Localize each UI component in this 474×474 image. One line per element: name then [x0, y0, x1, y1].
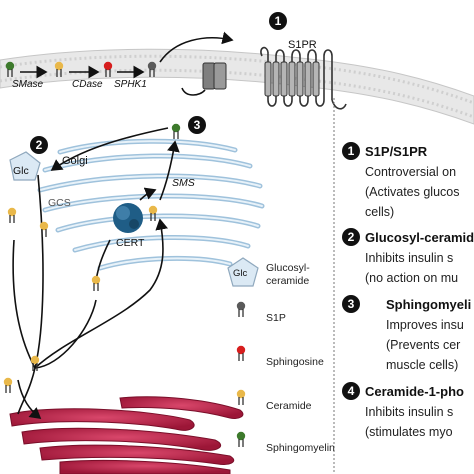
sms-label: SMS	[172, 177, 195, 189]
panel-line-1-3: cells)	[365, 205, 395, 219]
panel-line-3-3: muscle cells)	[386, 358, 459, 372]
endoplasmic-reticulum	[9, 396, 244, 474]
legend-sphingosine: Sphingosine	[266, 356, 324, 368]
legend-glucosylceramide: Glucosyl- ceramide	[266, 262, 310, 288]
panel-line-3-1: Improves insu	[386, 318, 464, 332]
ceramide-icon	[7, 207, 17, 224]
panel-marker-3: 3	[342, 295, 360, 313]
legend-glucosylceramide-line2: ceramide	[266, 275, 310, 288]
panel-line-3-2: (Prevents cer	[386, 338, 461, 352]
panel-title-2: Glucosyl-ceramide	[365, 230, 474, 245]
legend-glc-icon-label: Glc	[233, 268, 248, 279]
legend-glucosylceramide-line1: Glucosyl-	[266, 262, 310, 274]
ceramide-icon	[91, 275, 101, 292]
sphk1-label: SPHK1	[114, 79, 147, 90]
membrane-pathway-arrows	[20, 31, 234, 96]
s1pr-label: S1PR	[288, 39, 317, 51]
marker-3: 3	[188, 116, 206, 134]
panel-line-1-1: Controversial on	[365, 165, 457, 179]
smase-label: SMase	[12, 79, 44, 90]
golgi-label: Golgi	[62, 155, 88, 167]
legend-sphingomyelin: Sphingomyelin	[266, 442, 335, 454]
panel-marker-1: 1	[342, 142, 360, 160]
cert-protein	[113, 203, 143, 233]
marker-2: 2	[30, 136, 48, 154]
panel-line-4-1: Inhibits insulin s	[365, 405, 454, 419]
plasma-membrane	[0, 48, 474, 125]
ceramide-icon	[39, 221, 49, 238]
s1pr-receptor	[260, 46, 347, 110]
marker-1: 1	[269, 12, 287, 30]
legend-icons	[227, 257, 259, 448]
legend-s1p: S1P	[266, 312, 286, 324]
glc-label: Glc	[13, 165, 29, 177]
panel-title-3: Sphingomyeli	[386, 297, 472, 312]
panel-marker-2: 2	[342, 228, 360, 246]
s1p-transporter	[202, 62, 227, 90]
panel-line-2-2: (no action on mu	[365, 271, 459, 285]
panel-title-4: Ceramide-1-pho	[365, 384, 464, 399]
ceramide-icon	[3, 377, 13, 394]
panel-line-1-2: (Activates glucos	[365, 185, 460, 199]
cert-label: CERT	[116, 237, 145, 249]
panel-line-2-1: Inhibits insulin s	[365, 251, 454, 265]
legend-ceramide: Ceramide	[266, 400, 312, 412]
panel-marker-4: 4	[342, 382, 360, 400]
glucosylceramide-icon	[9, 151, 41, 181]
panel-title-1: S1P/S1PR	[365, 144, 428, 159]
panel-line-4-2: (stimulates myo	[365, 425, 453, 439]
internal-pathway-arrows	[12, 127, 180, 419]
gcs-label: GCS	[48, 197, 71, 209]
sphingomyelin-icon	[171, 123, 181, 140]
cdase-label: CDase	[72, 79, 103, 90]
